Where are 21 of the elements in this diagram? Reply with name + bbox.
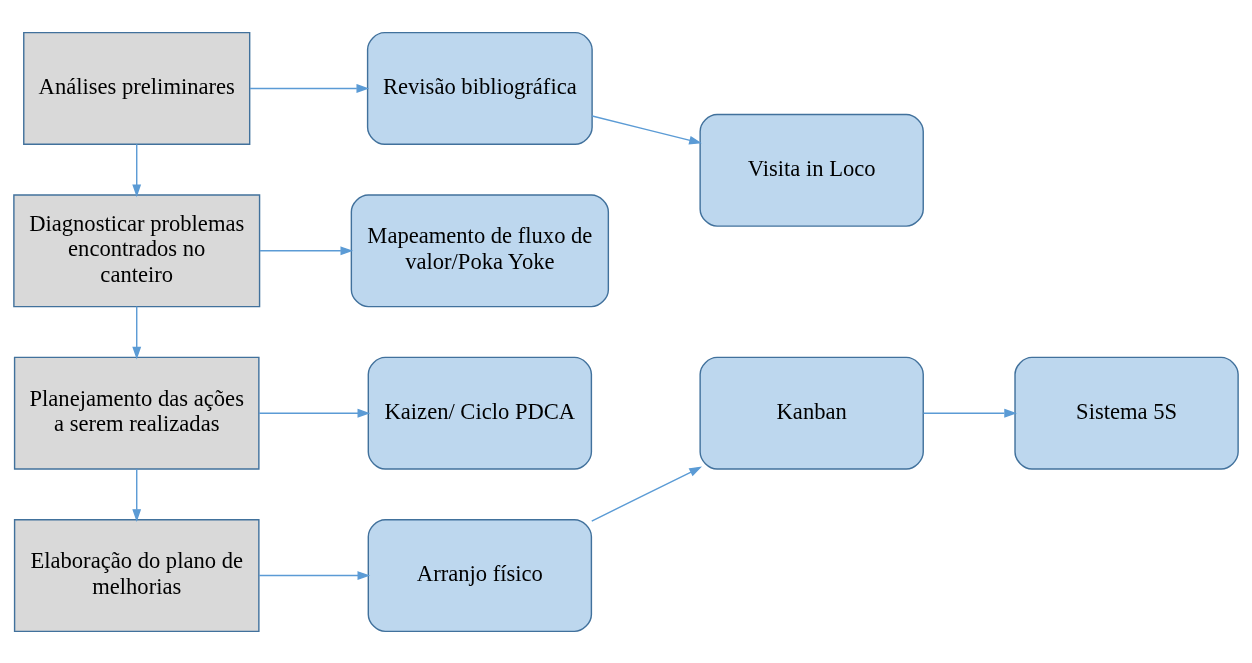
node-box: Elaboração do plano de melhorias xyxy=(13,518,260,632)
arrow xyxy=(591,466,702,522)
arrow xyxy=(132,143,142,197)
node-box: Kaizen/ Ciclo PDCA xyxy=(367,356,593,470)
arrow xyxy=(259,245,354,255)
arrow xyxy=(922,408,1017,418)
arrow xyxy=(132,467,142,522)
node-box: Diagnosticar problemas encontrados no canteiro xyxy=(13,193,261,307)
node-box: Visita in Loco xyxy=(699,113,924,227)
arrow xyxy=(258,570,371,580)
node-box: Mapeamento de fluxo de valor/Poka Yoke xyxy=(350,193,610,307)
node-box: Análises preliminares xyxy=(23,31,251,145)
arrow xyxy=(591,114,702,145)
node-box: Sistema 5S xyxy=(1014,356,1239,470)
node-box: Kanban xyxy=(699,356,924,470)
node-box: Arranjo físico xyxy=(367,518,593,632)
arrow xyxy=(249,83,370,93)
arrow xyxy=(258,408,371,418)
node-box: Planejamento das ações a serem realizadas xyxy=(13,356,260,470)
node-box: Revisão bibliográfica xyxy=(366,31,593,145)
arrow xyxy=(132,305,142,359)
